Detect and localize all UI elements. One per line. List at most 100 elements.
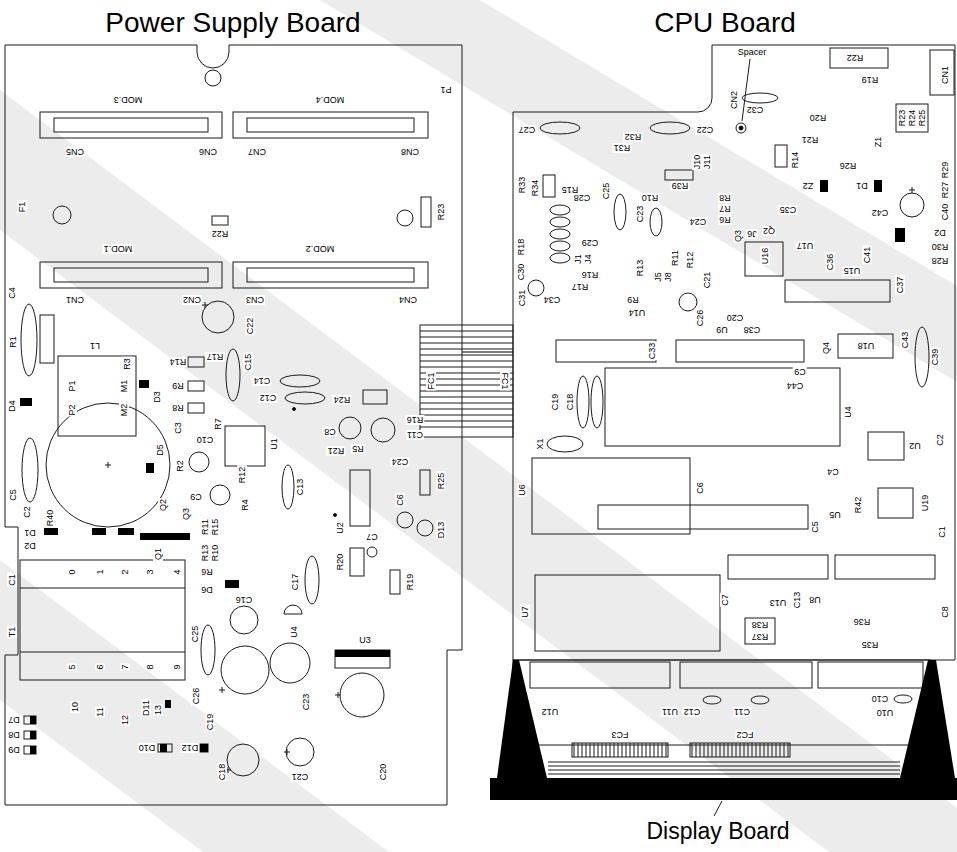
- capacitor-oval: [201, 625, 215, 675]
- part-label: C13: [295, 478, 305, 497]
- part-label: R10: [210, 544, 220, 563]
- part-label: U5: [828, 510, 842, 520]
- part-label: R23: [436, 203, 446, 222]
- part-label: U9: [715, 325, 729, 335]
- part-label: R7: [213, 417, 223, 431]
- part-label: R39: [671, 181, 690, 191]
- ic-outline-group: [530, 662, 923, 688]
- part-label: U10: [876, 708, 895, 718]
- part-label: C4: [7, 286, 17, 300]
- part-label: C33: [647, 342, 657, 361]
- part-label: C27: [518, 125, 537, 135]
- part-label: C35: [779, 205, 798, 215]
- polarity-mark: [284, 749, 290, 755]
- ribbon-conductor: [420, 349, 513, 350]
- part-label: T1: [7, 626, 17, 639]
- part-label: U2: [908, 441, 922, 451]
- pin-number: 11: [95, 706, 105, 717]
- transformer-divider: [20, 588, 185, 589]
- part-label: R29: [940, 161, 950, 180]
- polarity-mark: [219, 687, 225, 693]
- part-label: D7: [7, 715, 21, 725]
- part-label: C14: [253, 376, 272, 386]
- part-label: P1: [67, 379, 77, 392]
- part-label: J1: [573, 253, 583, 265]
- part-label: R4: [240, 498, 250, 512]
- part-label: P2: [67, 403, 77, 416]
- capacitor-oval: [650, 122, 690, 134]
- part-label: C6: [695, 481, 705, 495]
- part-label: U1: [269, 437, 279, 451]
- resistor-symbol: [775, 145, 787, 167]
- capacitor-circle: [230, 606, 258, 634]
- part-label: U16: [760, 247, 770, 266]
- part-label: C31: [517, 289, 527, 308]
- part-label: R6: [718, 215, 732, 225]
- capacitor-oval: [550, 229, 570, 239]
- part-label: D3: [152, 390, 162, 404]
- capacitor-circle: [270, 643, 310, 683]
- part-label: J8: [663, 271, 673, 283]
- ribbon-conductor: [420, 337, 513, 338]
- part-label: R16: [406, 415, 425, 425]
- part-label: R33: [517, 176, 527, 195]
- part-label: C2: [935, 433, 945, 447]
- part-label: R22: [211, 229, 230, 239]
- capacitor-oval: [305, 556, 319, 604]
- diode-band: [20, 398, 32, 406]
- resistor-symbol: [745, 618, 775, 644]
- resistor-symbol: [930, 50, 954, 95]
- capacitor-oval: [614, 194, 626, 230]
- part-label: R2: [175, 459, 185, 473]
- flex-conductor: [548, 766, 900, 767]
- part-label: R7: [718, 204, 732, 214]
- pin-number: 0: [67, 568, 77, 575]
- diode-band: [225, 580, 239, 588]
- board-outline-shape: [497, 660, 547, 778]
- part-label: R10: [641, 193, 660, 203]
- connector-header: [247, 118, 414, 132]
- part-label: C19: [550, 393, 560, 412]
- flex-conductor: [548, 774, 900, 775]
- part-label: U2: [335, 521, 345, 535]
- diode-band-group: [820, 180, 905, 242]
- connector-header: [40, 112, 222, 138]
- polarity-mark: [105, 462, 111, 468]
- part-label: C26: [191, 687, 201, 706]
- capacitor-oval: [751, 696, 769, 704]
- part-label: R25: [917, 109, 927, 128]
- capacitor-oval: [21, 304, 37, 376]
- diode-band: [146, 463, 154, 473]
- part-label: C9: [189, 492, 203, 502]
- ribbon-cable-group: [420, 325, 513, 437]
- ic-outline: [556, 340, 656, 362]
- part-label: R17: [206, 352, 225, 362]
- part-label: CN3: [245, 295, 265, 305]
- part-label: C18: [565, 393, 575, 412]
- resistor-symbol: [420, 470, 430, 495]
- part-label: R18: [516, 238, 526, 257]
- part-label: R42: [853, 496, 863, 515]
- part-label: C22: [696, 125, 715, 135]
- marker-dot: [293, 408, 296, 411]
- part-label: R21: [801, 135, 820, 145]
- ribbon-conductor: [420, 415, 513, 416]
- part-label: R16: [581, 270, 600, 280]
- ic-outline: [728, 555, 828, 579]
- ic-outline: [535, 575, 720, 651]
- capacitor-oval: [280, 375, 320, 387]
- circuit-board: Display Board: [490, 660, 957, 800]
- capacitor-oval-group: [21, 304, 325, 675]
- resistor-symbol: [363, 390, 387, 404]
- part-label: U18: [857, 341, 876, 351]
- part-label: C8: [940, 605, 950, 619]
- part-label: C23: [301, 693, 311, 712]
- part-label: R11: [200, 518, 210, 536]
- diode-band: [874, 180, 882, 192]
- part-label: U4: [289, 625, 299, 639]
- diode-band: [118, 528, 134, 535]
- ribbon-conductor: [420, 427, 513, 428]
